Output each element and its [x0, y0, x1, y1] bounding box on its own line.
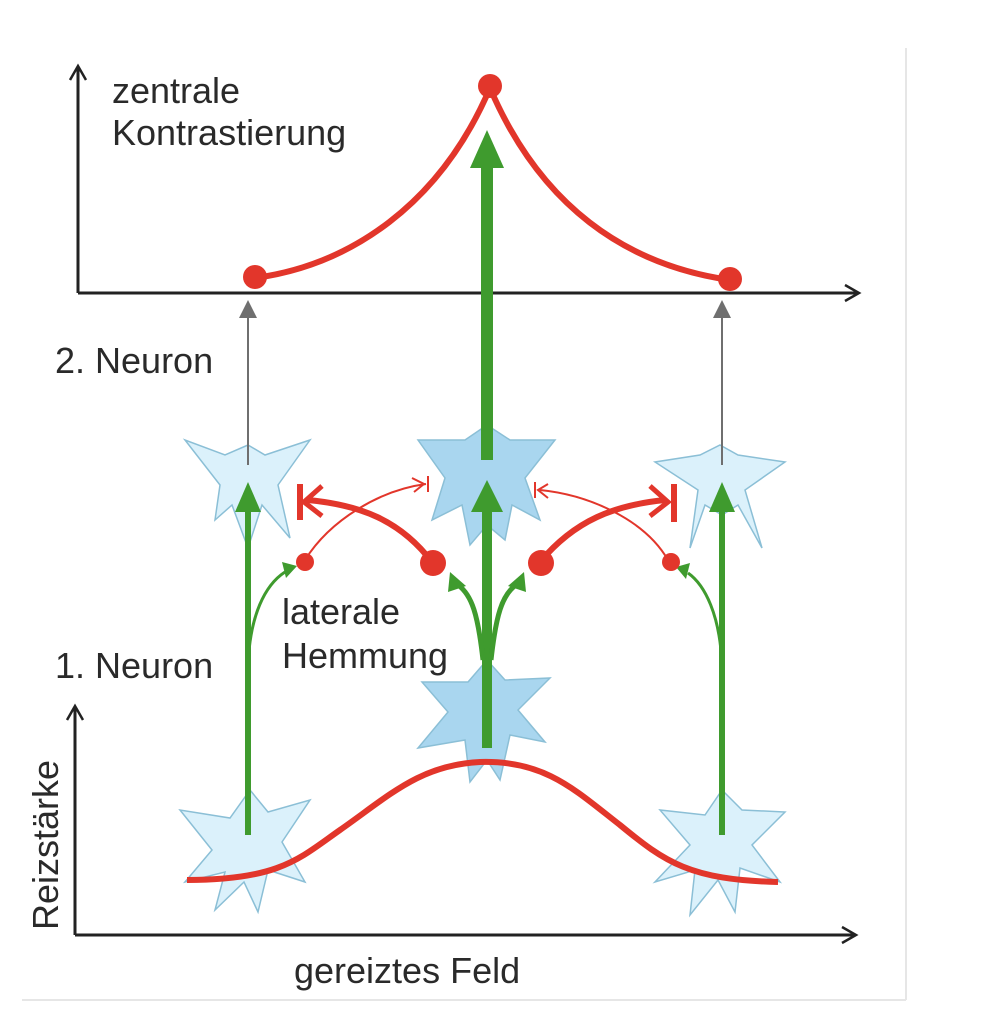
top-y-axis-label-line1: zentrale: [112, 70, 240, 111]
bottom-y-axis-label: Reizstärke: [25, 760, 66, 930]
neuron-first-left: [178, 788, 312, 915]
inhibition-left-to-center-chevron: [411, 477, 426, 493]
right-collateral-arrowhead: [676, 563, 690, 579]
inhibition-center-to-left-strong: [307, 497, 435, 564]
center-column-excitation-arrowhead-lower: [471, 480, 503, 512]
center-collateral-branch-right: [488, 582, 518, 661]
right-axon-marker-triangle: [713, 300, 731, 318]
right-column-excitation-arrowhead: [709, 482, 735, 512]
neuron-first-right: [652, 788, 787, 918]
central-contrast-point-peak: [478, 74, 502, 98]
top-y-axis-arrowhead: [68, 63, 88, 81]
second-neuron-label: 2. Neuron: [55, 340, 213, 381]
center-collateral-arrowhead-left: [448, 572, 466, 592]
left-column-excitation-arrowhead: [235, 482, 261, 512]
lateral-inhibition-label-line1: laterale: [282, 591, 400, 632]
central-contrast-point-left: [243, 265, 267, 289]
left-collateral-arrowhead: [282, 562, 297, 578]
inhibition-right-to-center-thin: [539, 489, 669, 561]
inhibition-left-to-center-thin: [304, 483, 427, 561]
center-column-excitation-arrowhead-upper: [470, 130, 504, 168]
inhibition-center-to-right-strong: [537, 497, 666, 564]
inhibition-right-to-center-chevron: [536, 483, 549, 499]
center-collateral-branch-left: [456, 582, 486, 661]
bottom-x-axis-label: gereiztes Feld: [294, 950, 520, 991]
bottom-x-axis-arrowhead: [841, 925, 859, 945]
center-collateral-arrowhead-right: [508, 572, 526, 592]
right-collateral-branch: [687, 571, 724, 666]
stimulus-intensity-curve: [186, 758, 779, 885]
left-axon-marker-triangle: [239, 300, 257, 318]
lateral-inhibition-label-line2: Hemmung: [282, 635, 448, 676]
left-collateral-branch: [246, 570, 286, 666]
interneuron-dot-center-left: [420, 550, 446, 576]
interneuron-dot-left: [296, 553, 314, 571]
top-x-axis-arrowhead: [844, 283, 862, 303]
first-neuron-label: 1. Neuron: [55, 645, 213, 686]
inhibition-right-chevron: [648, 484, 672, 518]
top-y-axis-label-line2: Kontrastierung: [112, 112, 346, 153]
interneuron-dot-right: [662, 553, 680, 571]
interneuron-dot-center-right: [528, 550, 554, 576]
central-contrast-point-right: [718, 267, 742, 291]
bottom-y-axis-arrowhead: [65, 703, 85, 721]
inhibition-left-chevron: [300, 484, 324, 518]
